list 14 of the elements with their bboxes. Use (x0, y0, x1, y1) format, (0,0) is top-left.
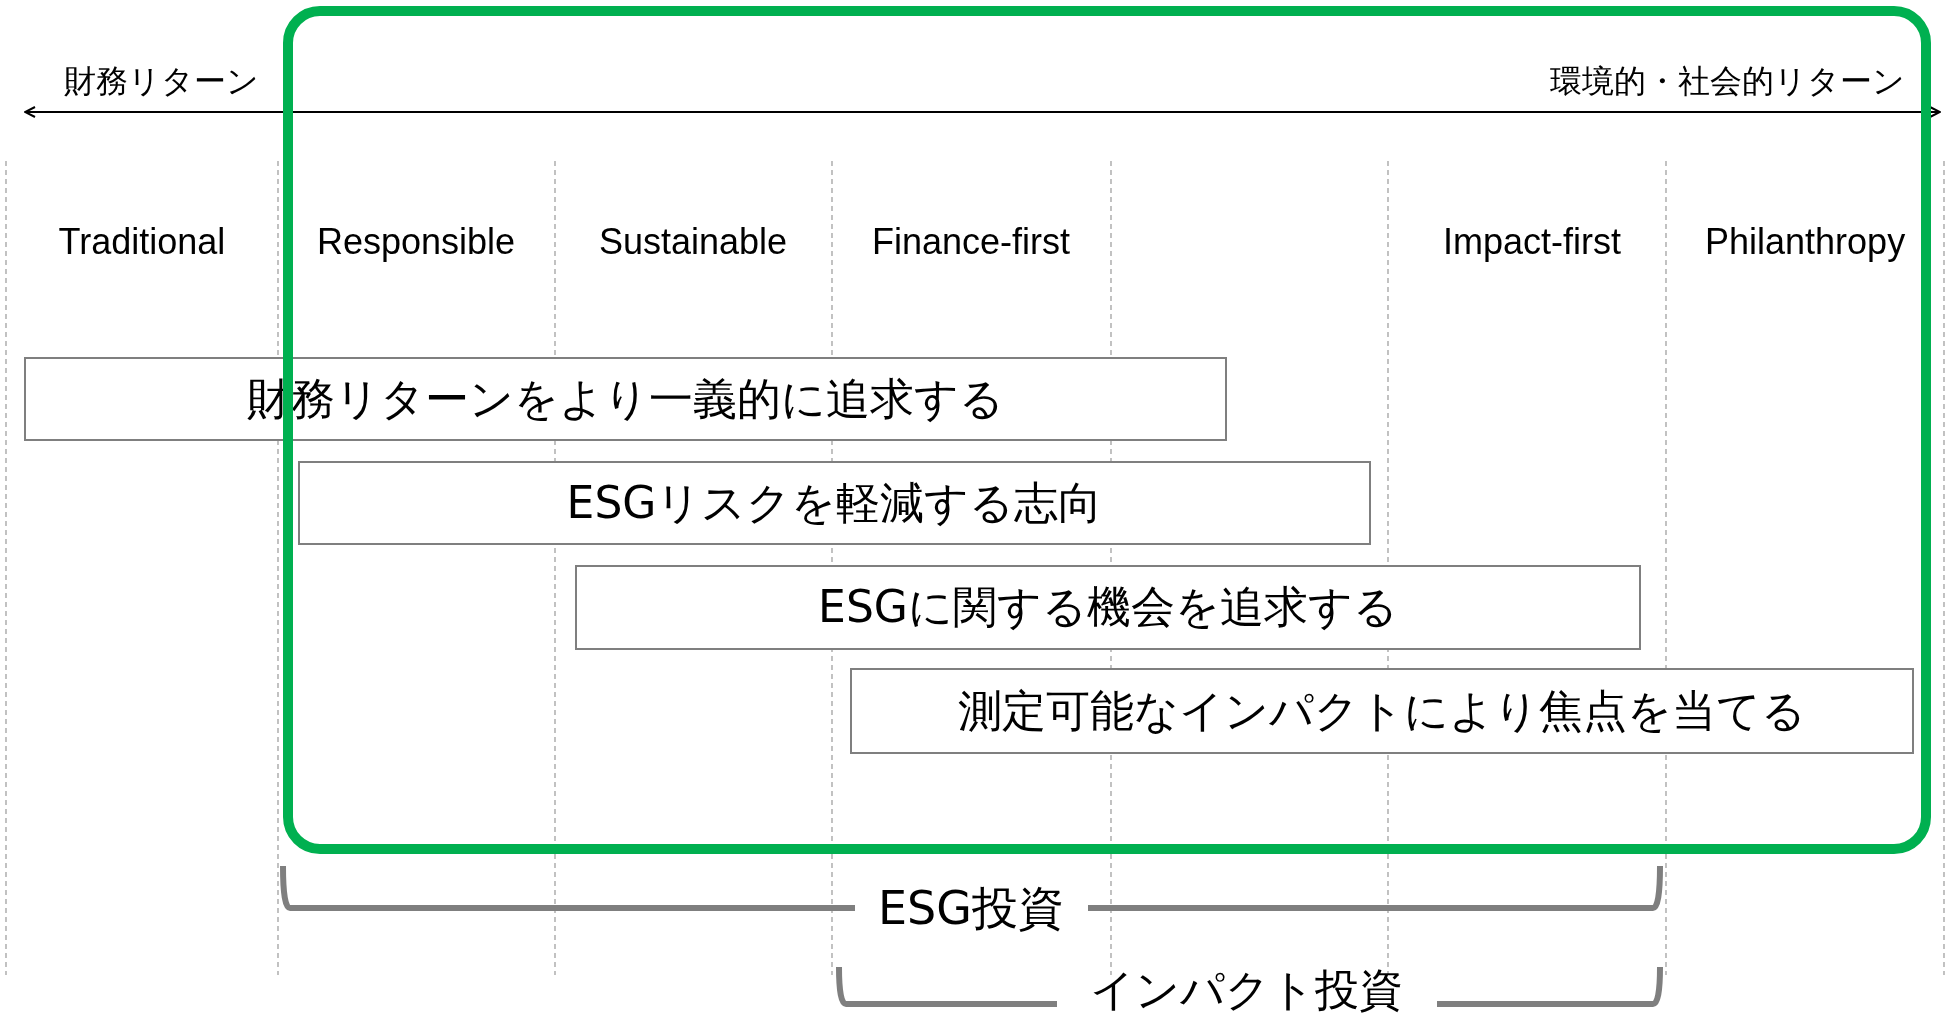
column-header: Responsible (317, 222, 516, 262)
category-box: 測定可能なインパクトにより焦点を当てる (850, 668, 1914, 754)
bracket-label: インパクト投資 (1089, 966, 1403, 1015)
column-header: Finance-first (872, 222, 1071, 262)
column-header: Sustainable (599, 222, 788, 262)
column-header: Traditional (58, 222, 226, 262)
category-box: ESGに関する機会を追求する (575, 565, 1641, 650)
column-header: Impact-first (1443, 222, 1621, 262)
axis-label: 環境的・社会的リターン (1550, 63, 1905, 99)
bracket-label: ESG投資 (878, 882, 1064, 934)
column-header: Philanthropy (1705, 222, 1906, 262)
category-box: 財務リターンをより一義的に追求する (24, 357, 1227, 441)
category-box: ESGリスクを軽減する志向 (298, 461, 1371, 545)
axis-label: 財務リターン (64, 63, 259, 99)
